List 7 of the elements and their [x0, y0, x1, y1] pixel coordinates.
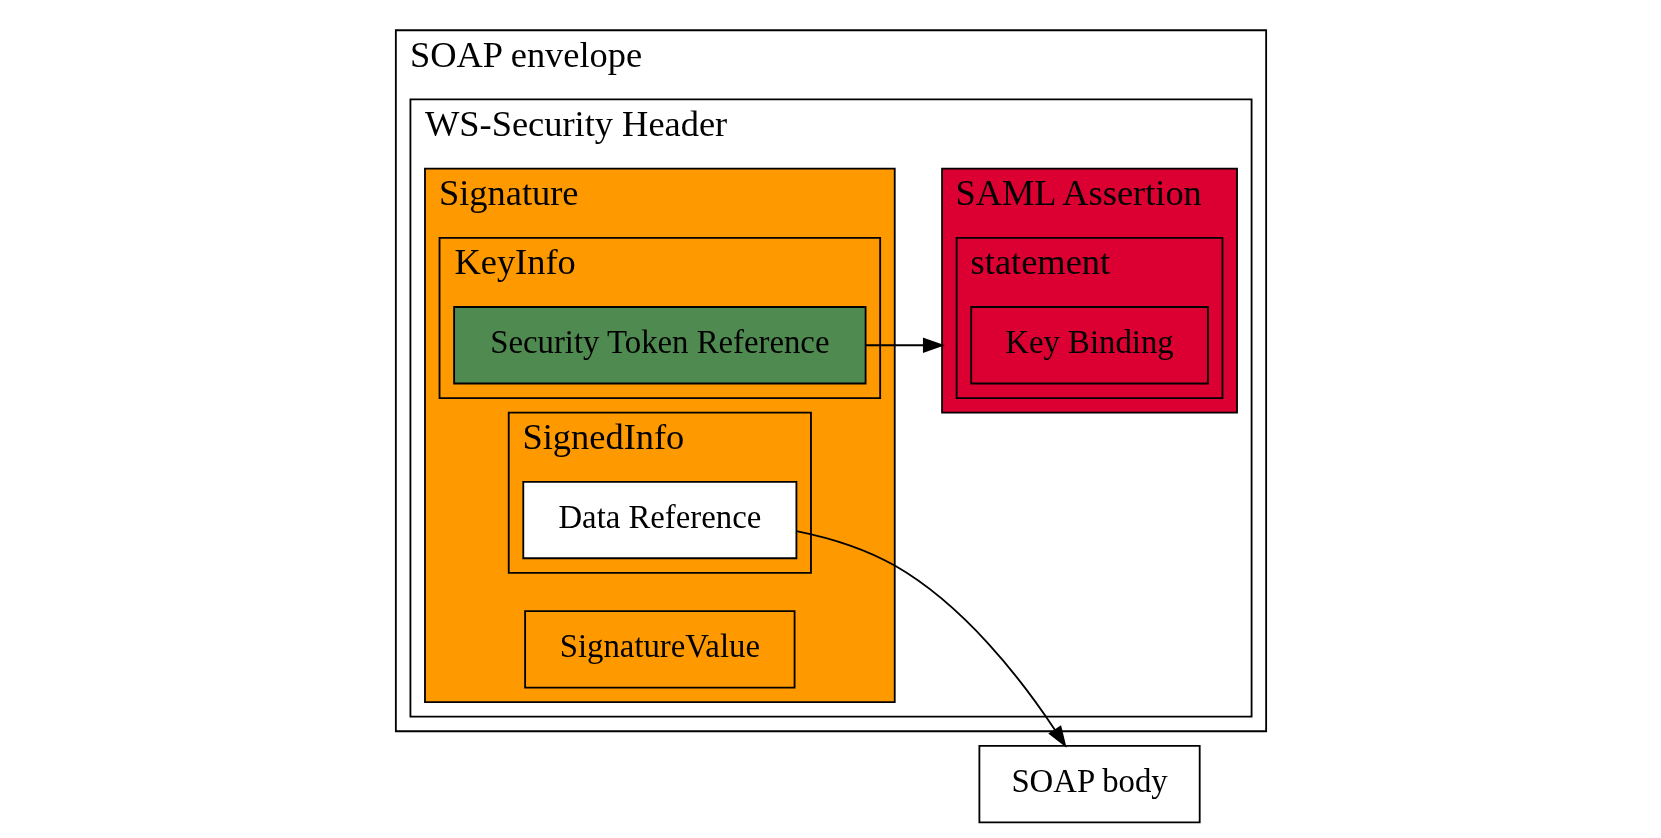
node-box: Data Reference — [521, 480, 797, 560]
node-box: SignatureValue — [523, 610, 795, 689]
node-box: SOAP body — [978, 744, 1201, 824]
arrow — [864, 337, 945, 353]
node-box: Key Binding — [969, 306, 1209, 385]
node-box: Security Token Reference — [452, 306, 866, 385]
arrow — [795, 530, 1067, 748]
